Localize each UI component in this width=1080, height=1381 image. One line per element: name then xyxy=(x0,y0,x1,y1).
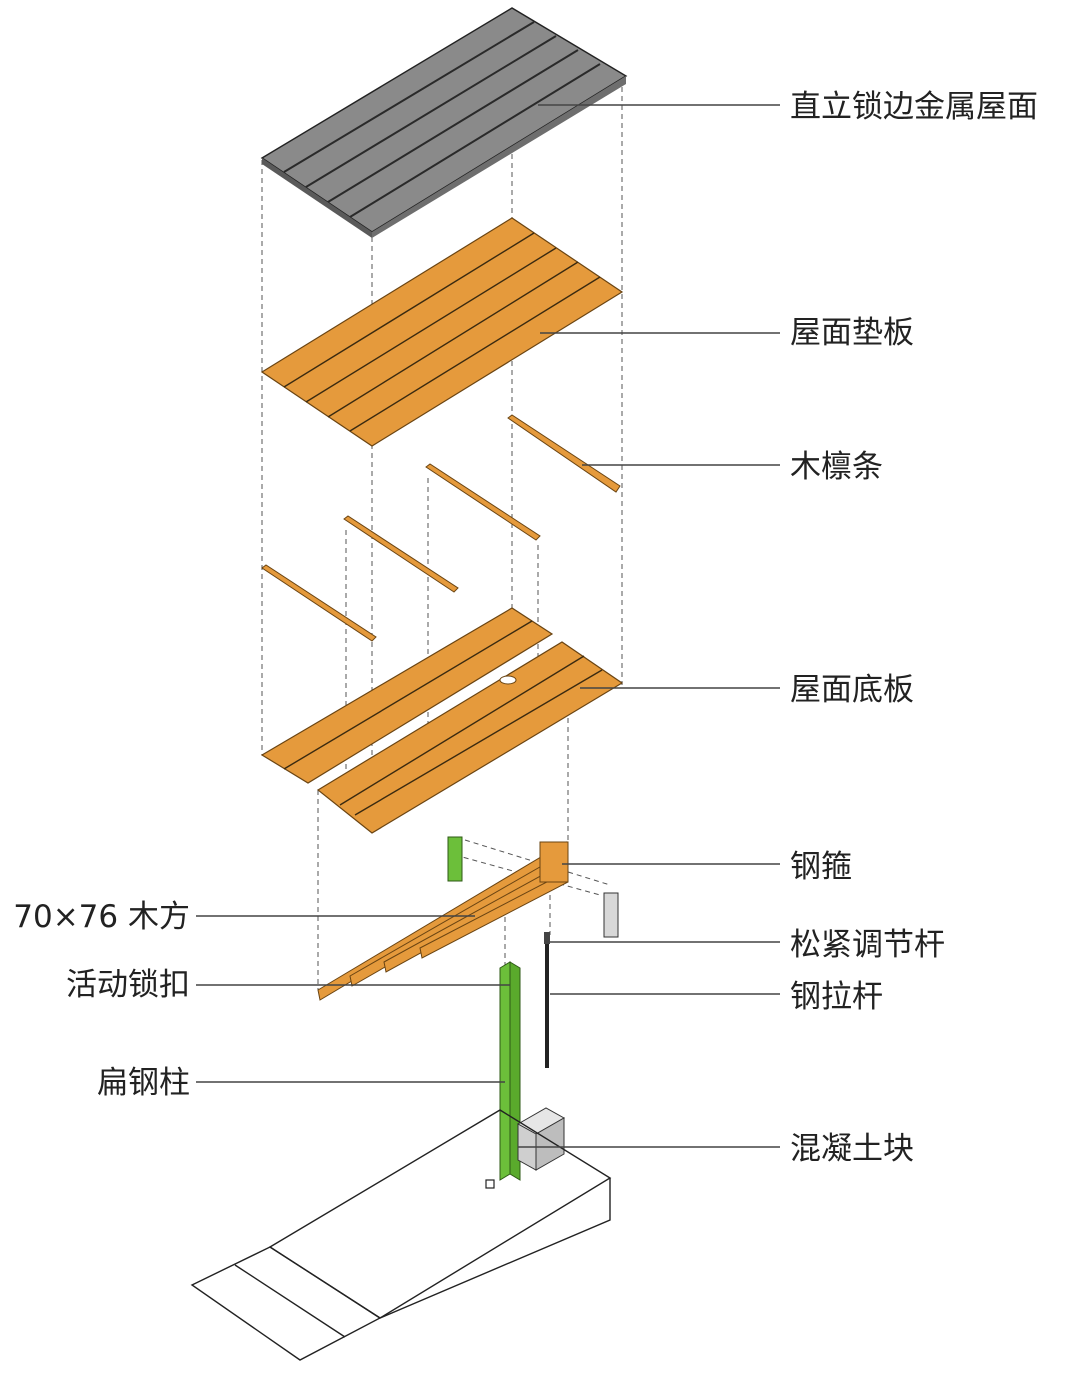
label-roof-pad: 屋面垫板 xyxy=(790,315,914,351)
label-purlin: 木檩条 xyxy=(790,449,883,485)
leader-lines xyxy=(196,104,780,1148)
base-platform xyxy=(190,1109,612,1361)
label-lock-clip: 活动锁扣 xyxy=(66,967,190,1003)
label-flat-column: 扁钢柱 xyxy=(97,1065,190,1101)
concrete-block xyxy=(516,1107,566,1171)
label-turnbuckle: 松紧调节杆 xyxy=(790,927,945,963)
label-roof-metal: 直立锁边金属屋面 xyxy=(790,89,1038,125)
standing-seam-metal-roof xyxy=(260,7,628,238)
label-concrete-block: 混凝土块 xyxy=(790,1131,914,1167)
flat-steel-column xyxy=(499,961,521,1181)
turnbuckle-and-tie-rod xyxy=(544,932,550,1068)
label-steel-hoop: 钢箍 xyxy=(790,849,852,885)
timber-beams-70x76 xyxy=(317,841,569,1001)
steel-hoops xyxy=(447,836,619,938)
wood-purlins xyxy=(261,414,621,642)
roof-pad-board xyxy=(260,217,624,447)
label-tie-rod: 钢拉杆 xyxy=(790,979,883,1015)
roof-base-board xyxy=(260,607,624,834)
label-timber: 70×76 木方 xyxy=(13,899,190,935)
label-roof-base: 屋面底板 xyxy=(790,672,914,708)
